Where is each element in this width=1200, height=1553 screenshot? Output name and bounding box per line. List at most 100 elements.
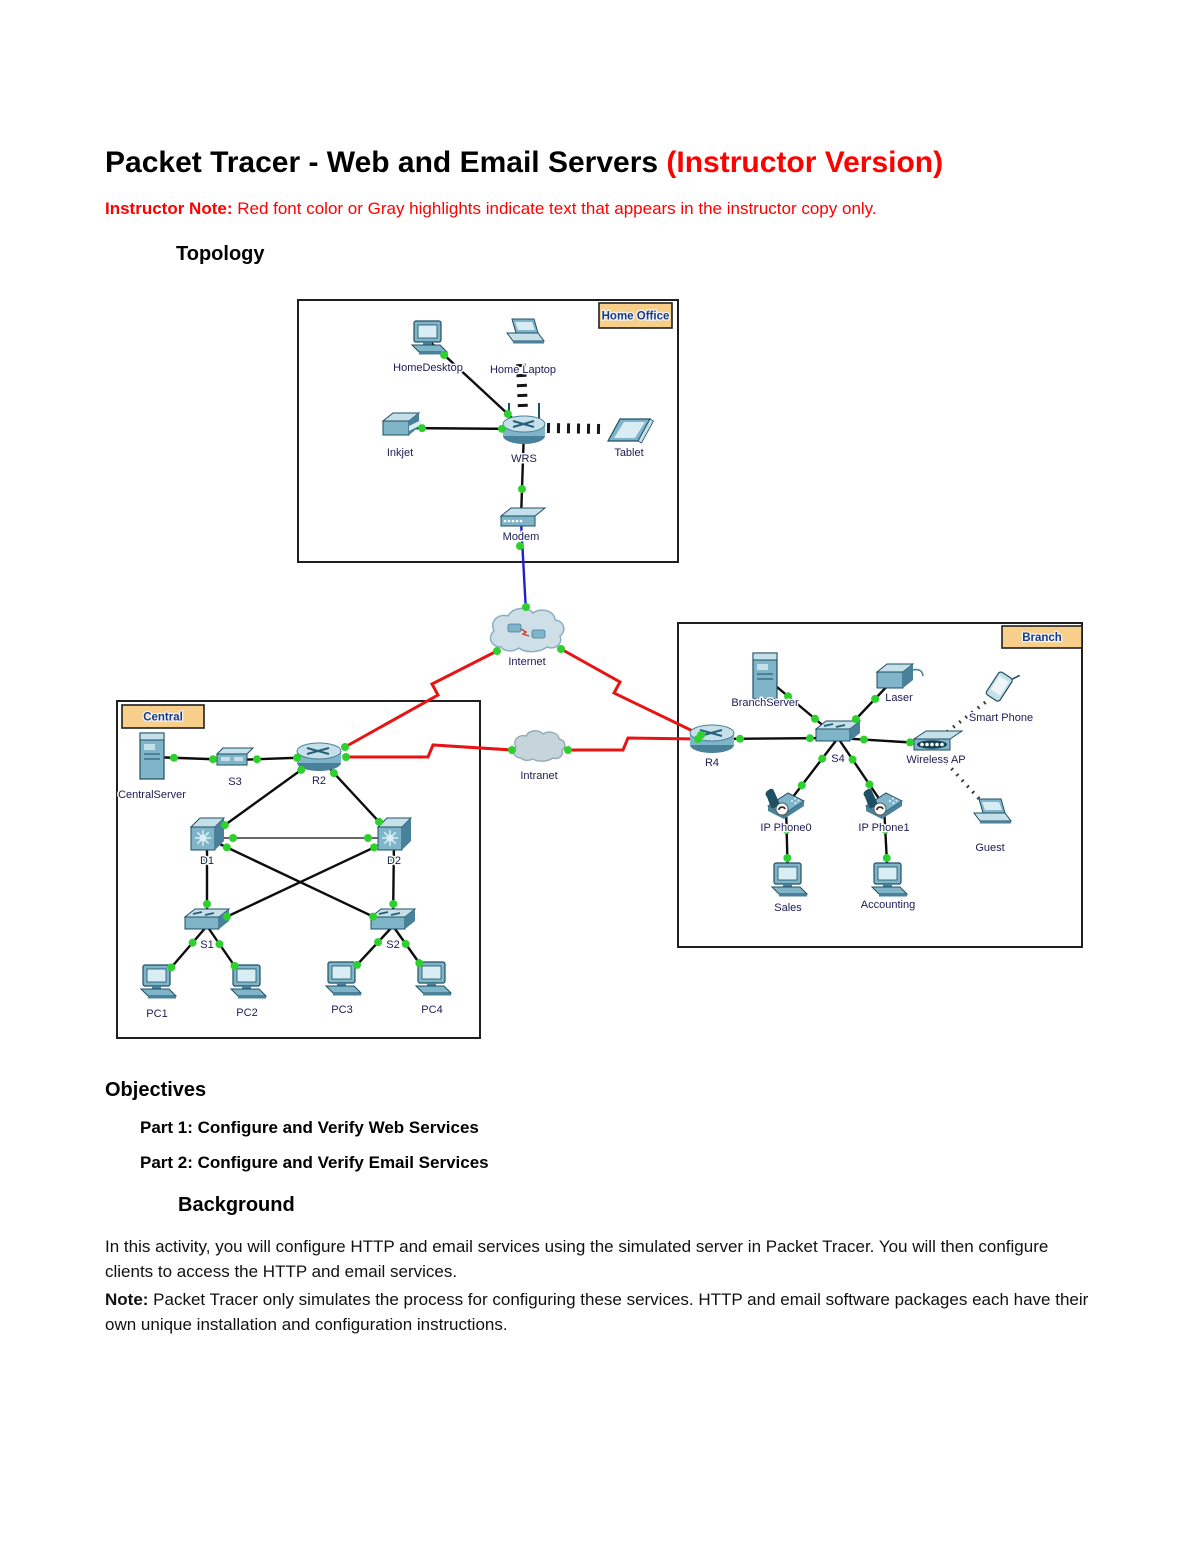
link-light — [784, 692, 793, 701]
link-light — [871, 694, 880, 703]
link-light — [215, 940, 224, 949]
node-central-server — [139, 732, 165, 780]
node-guest — [973, 798, 1012, 824]
note-label: Note: — [105, 1290, 149, 1309]
node-wireless-ap — [912, 730, 964, 751]
node-laser — [875, 663, 924, 689]
link-light — [783, 854, 792, 863]
region-label-text: Branch — [1022, 632, 1062, 644]
link-internet-r2 — [344, 649, 498, 749]
label-pc2: PC2 — [236, 1007, 257, 1019]
instructor-note-text: Red font color or Gray highlights indica… — [232, 199, 877, 218]
link-light — [389, 900, 398, 909]
link-light — [417, 424, 426, 433]
node-home-laptop — [506, 318, 545, 344]
node-pc2 — [229, 964, 268, 999]
link-light — [851, 715, 860, 724]
node-modem — [499, 507, 547, 527]
link-light — [222, 843, 231, 852]
link-light — [293, 753, 302, 762]
label-s4: S4 — [831, 753, 844, 765]
note-text: Packet Tracer only simulates the process… — [105, 1290, 1089, 1334]
objective-part-2: Part 2: Configure and Verify Email Servi… — [140, 1153, 489, 1172]
link-light — [220, 821, 229, 830]
link-light — [522, 603, 530, 611]
label-home-desktop: HomeDesktop — [393, 362, 463, 374]
node-d2 — [376, 817, 413, 851]
node-ip-phone0 — [765, 788, 806, 819]
node-smart-phone — [985, 671, 1021, 702]
node-accounting — [870, 862, 909, 897]
link-light — [782, 825, 791, 834]
link-light — [440, 350, 449, 359]
label-home-laptop: Home Laptop — [490, 364, 556, 376]
link-light — [415, 959, 424, 968]
link-light — [503, 410, 512, 419]
link-light — [375, 817, 384, 826]
link-light — [810, 714, 819, 723]
link-light — [341, 743, 349, 751]
label-laser: Laser — [885, 692, 913, 704]
link-light — [222, 912, 231, 921]
link-light — [342, 753, 350, 761]
page-title-instructor-version: (Instructor Version) — [666, 146, 944, 179]
link-intranet-r4 — [568, 736, 699, 752]
link-light — [401, 939, 410, 948]
link-wrs-tablet — [546, 423, 604, 434]
link-light — [188, 938, 197, 947]
node-pc1 — [139, 964, 178, 999]
label-branch-server: BranchServer — [731, 697, 799, 709]
region-branch: Branch — [677, 622, 1083, 948]
link-light — [906, 738, 915, 747]
link-light — [493, 647, 501, 655]
link-light — [806, 734, 815, 743]
node-tablet — [606, 418, 655, 444]
link-light — [167, 963, 176, 972]
node-r2 — [296, 742, 342, 771]
label-ip-phone0: IP Phone0 — [760, 822, 811, 834]
label-modem: Modem — [503, 531, 540, 543]
link-light — [865, 780, 874, 789]
link-light — [518, 485, 526, 493]
node-inkjet — [381, 412, 421, 436]
label-pc1: PC1 — [146, 1008, 167, 1020]
link-d2-s1 — [206, 836, 395, 928]
link-light — [389, 855, 398, 864]
label-d2: D2 — [387, 855, 401, 867]
link-s4-ip-phone0 — [785, 737, 839, 807]
label-d1: D1 — [200, 855, 214, 867]
link-light — [881, 825, 890, 834]
link-light — [252, 755, 261, 764]
link-light — [882, 854, 891, 863]
label-central-server: CentralServer — [118, 789, 186, 801]
objective-part-1: Part 1: Configure and Verify Web Service… — [140, 1118, 479, 1137]
node-internet — [489, 607, 565, 653]
objectives-heading: Objectives — [105, 1079, 207, 1101]
link-light — [564, 746, 572, 754]
label-tablet: Tablet — [614, 447, 643, 459]
background-heading: Background — [178, 1194, 295, 1216]
label-pc3: PC3 — [331, 1004, 352, 1016]
link-light — [735, 734, 744, 743]
instructor-note-label: Instructor Note: — [105, 199, 233, 218]
label-r2: R2 — [312, 775, 326, 787]
link-light — [508, 746, 516, 754]
node-s1 — [183, 908, 231, 930]
label-s2: S2 — [386, 939, 399, 951]
label-s1: S1 — [200, 939, 213, 951]
node-sales — [770, 862, 809, 897]
region-label-box — [121, 704, 205, 729]
link-light — [848, 755, 857, 764]
label-inkjet: Inkjet — [387, 447, 413, 459]
label-s3: S3 — [228, 776, 241, 788]
node-intranet — [512, 730, 566, 762]
node-s4 — [814, 720, 862, 742]
node-pc3 — [324, 961, 363, 996]
link-light — [352, 960, 361, 969]
region-home-office: Home Office — [297, 299, 679, 563]
link-light — [209, 755, 218, 764]
region-label-box — [598, 302, 673, 329]
region-central: Central — [116, 700, 481, 1039]
